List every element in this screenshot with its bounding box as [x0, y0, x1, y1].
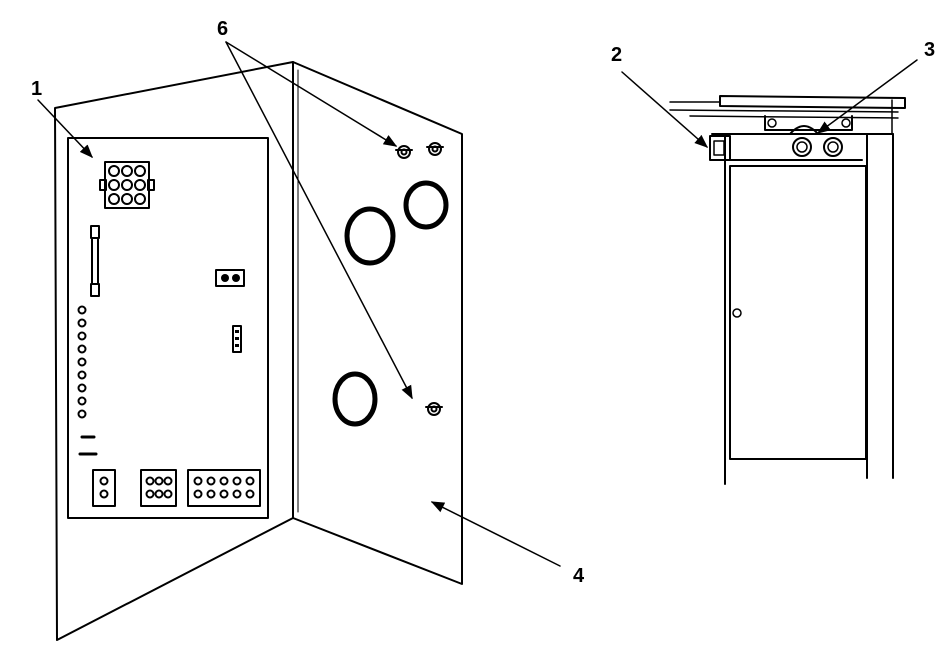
callout-6: 6	[217, 18, 228, 40]
enclosure-body	[54, 61, 294, 641]
leader-6a	[225, 41, 398, 147]
enclosure-side-view	[669, 95, 906, 485]
knockout-upper-right	[403, 180, 449, 230]
leader-1	[37, 99, 93, 158]
enclosure-door	[292, 61, 463, 585]
terminal-block-6pin	[140, 469, 177, 507]
switch	[709, 135, 731, 161]
mounting-screw-2	[426, 142, 444, 156]
circuit-board	[67, 137, 269, 519]
door-knockouts	[332, 180, 449, 427]
fuse	[90, 225, 100, 297]
leader-2	[621, 71, 709, 148]
knockout-lower	[332, 371, 378, 427]
two-pin-connector	[215, 269, 245, 287]
mounting-bracket	[764, 115, 853, 131]
cable-entry-2	[823, 137, 843, 157]
led-column	[77, 305, 87, 419]
callout-2: 2	[611, 44, 622, 66]
callout-leaders	[37, 41, 918, 567]
enclosure-open-view	[54, 61, 463, 641]
jumper-block	[232, 325, 242, 353]
callout-1: 1	[31, 78, 42, 100]
mounting-screw-1	[395, 145, 413, 159]
terminal-block-2pin	[92, 469, 116, 507]
leader-4	[430, 501, 561, 567]
knockout-large-upper	[344, 206, 396, 266]
callout-3: 3	[924, 39, 935, 61]
leader-3	[816, 59, 918, 134]
inner-panel	[729, 165, 867, 460]
mounting-screw-3	[425, 402, 443, 416]
cable-entry-1	[792, 137, 812, 157]
terminal-block-10pin	[187, 469, 261, 507]
panel-latch	[732, 308, 742, 318]
top-flange	[719, 95, 906, 109]
nine-pin-connector	[99, 161, 155, 209]
leader-6b	[225, 41, 413, 400]
callout-4: 4	[573, 565, 585, 587]
